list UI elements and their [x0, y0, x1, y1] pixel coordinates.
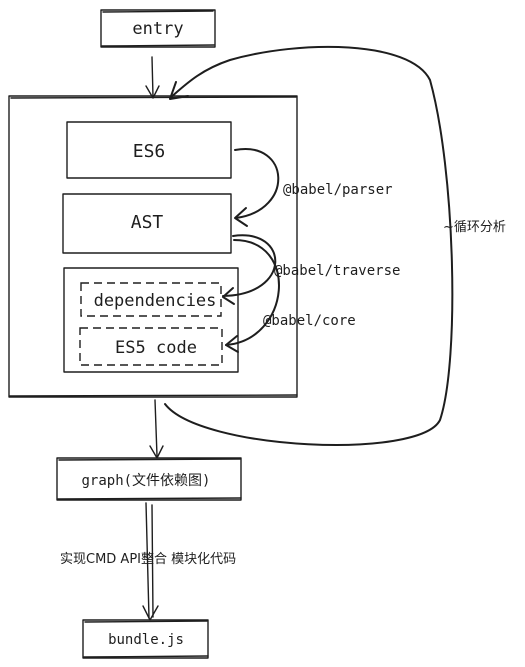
graph-node: graph(文件依赖图)	[56, 457, 242, 501]
arrow-process-to-graph	[149, 399, 164, 459]
implement-label: 实现CMD API整合 模块化代码	[60, 552, 236, 567]
parser-label: @babel/parser	[283, 182, 393, 198]
loop-label: ~循环分析	[443, 220, 506, 235]
arrow-entry-to-process	[145, 56, 160, 99]
graph-label: graph(文件依赖图)	[81, 473, 210, 489]
traverse-label: @babel/traverse	[274, 263, 400, 279]
dependencies-label: dependencies	[94, 291, 217, 311]
process-container	[8, 95, 298, 398]
arrow-loop-back	[164, 45, 454, 446]
entry-label: entry	[132, 19, 183, 39]
core-label: @babel/core	[263, 313, 356, 329]
entry-node: entry	[100, 9, 216, 48]
es6-node: ES6	[66, 121, 232, 179]
es5-code-label: ES5 code	[115, 338, 197, 358]
arrow-ast-to-es5	[225, 239, 280, 353]
es5-code-node: ES5 code	[79, 327, 223, 366]
bundle-label: bundle.js	[108, 632, 184, 648]
output-group	[63, 267, 239, 373]
ast-label: AST	[131, 212, 164, 233]
arrow-es6-to-ast	[234, 148, 280, 227]
arrow-ast-to-dependencies	[222, 234, 277, 305]
bundle-node: bundle.js	[82, 619, 209, 659]
es6-label: ES6	[133, 141, 166, 162]
ast-node: AST	[62, 193, 232, 254]
dependencies-node: dependencies	[80, 282, 222, 317]
